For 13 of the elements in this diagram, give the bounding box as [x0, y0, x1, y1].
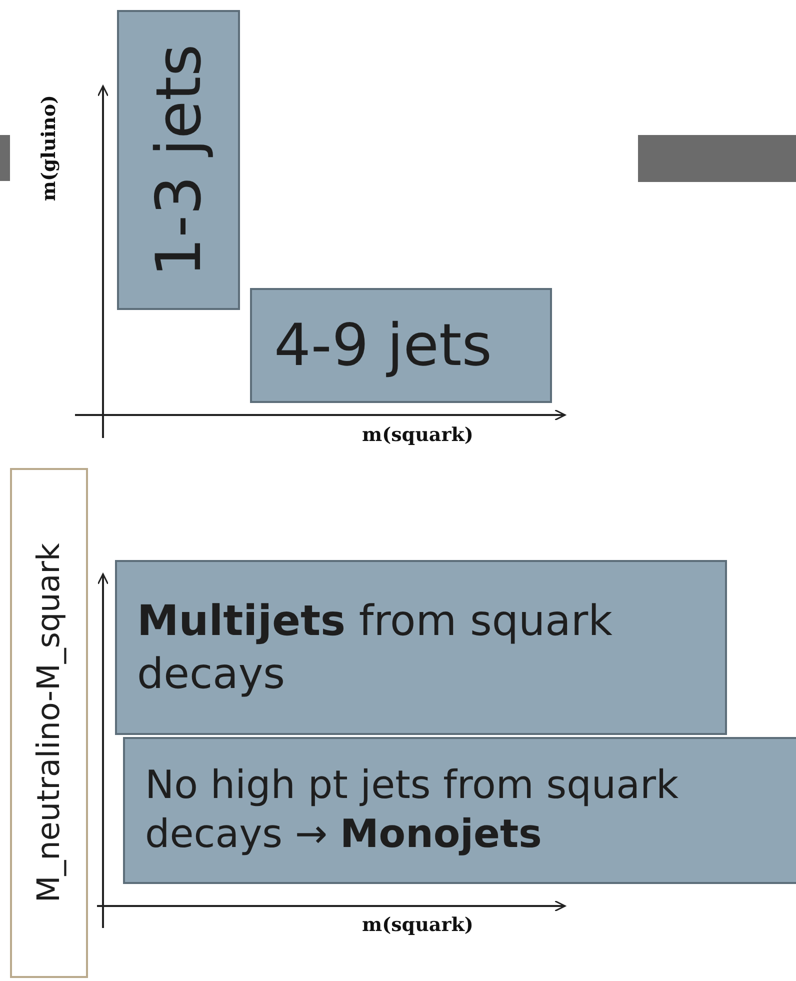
region-label: No high pt jets from squark decays → Monojets: [145, 762, 680, 858]
axis-title-box: [10, 468, 88, 978]
jet-region-box: [250, 288, 552, 403]
region-box: [123, 737, 796, 884]
axis-label: m(squark): [362, 424, 474, 446]
jet-region-box: [117, 10, 240, 310]
region-box: [115, 560, 727, 735]
axis-title: M_neutralino-M_squark: [30, 543, 68, 903]
region-label: 4-9 jets: [274, 310, 492, 382]
axis-label: m(squark): [362, 914, 474, 936]
region-label: Multijets from squark decays: [137, 595, 614, 700]
axis-label: m(gluino): [38, 95, 60, 202]
region-label: 1-3 jets: [140, 44, 216, 276]
